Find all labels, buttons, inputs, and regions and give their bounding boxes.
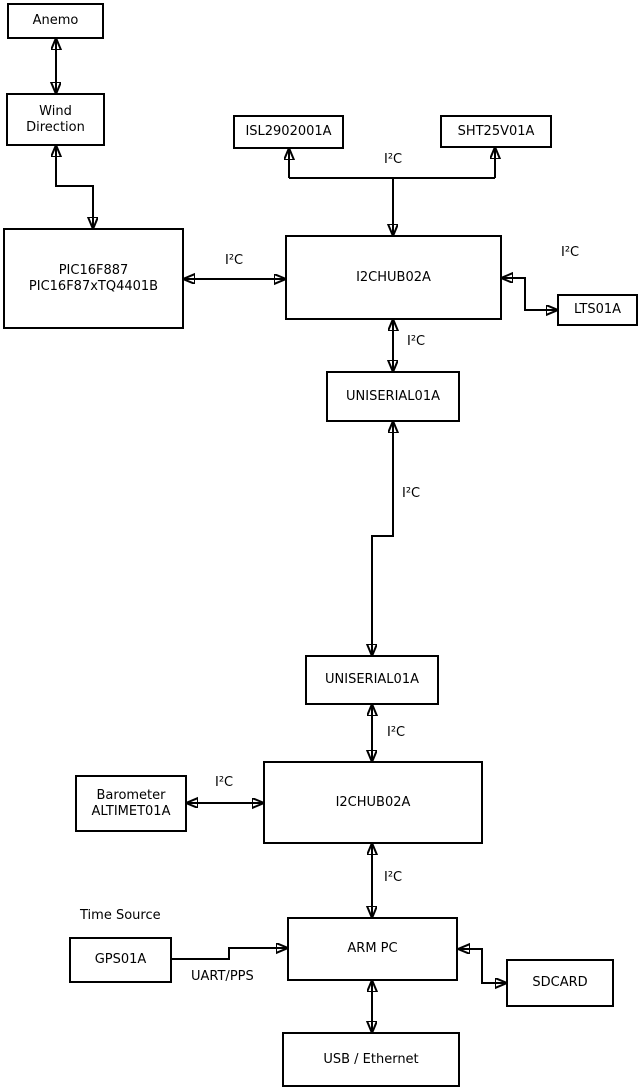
node-pic16f887-label-line1: PIC16F887 [58,262,129,278]
node-pic16f887-label-line2: PIC16F87xTQ4401B [28,278,159,294]
edge-armpc-sdcard [459,949,506,983]
label-time-source: Time Source [80,908,161,923]
node-isl2902001a-label: ISL2902001A [245,124,332,140]
edge-label-i2c-uniserial-hub-bottom: I²C [387,725,406,740]
edge-label-i2c-hub-uniserial-top: I²C [407,334,426,349]
node-i2chub-top: I2CHUB02A [285,235,502,320]
edge-uniserial-top-uniserial-mid [372,422,393,655]
edge-label-i2c-sensor-bus: I²C [384,152,403,167]
node-sht25v01a-label: SHT25V01A [457,123,535,139]
node-lts01a-label: LTS01A [573,302,622,318]
node-arm-pc: ARM PC [287,917,458,981]
node-isl2902001a: ISL2902001A [233,115,344,149]
node-anemo: Anemo [7,3,104,39]
edge-gps-armpc [172,948,287,960]
edge-wind-pic [56,146,93,228]
edge-label-i2c-pic-hub: I²C [225,253,244,268]
node-anemo-label: Anemo [32,13,79,29]
node-uniserial-top-label: UNISERIAL01A [346,388,440,404]
edge-i2chub-top-lts01a [502,278,557,310]
node-gps01a: GPS01A [69,937,172,983]
edge-label-i2c-hub-lts: I²C [561,245,580,260]
edge-label-uart-pps: UART/PPS [191,969,254,984]
node-barometer: Barometer ALTIMET01A [75,775,187,832]
node-sdcard-label: SDCARD [532,975,588,991]
node-wind-direction-label-line2: Direction [26,119,85,135]
node-uniserial-mid: UNISERIAL01A [305,655,439,705]
node-wind-direction-label-line1: Wind [39,103,72,119]
node-wind-direction: Wind Direction [6,93,105,146]
edge-label-i2c-hub-armpc: I²C [384,870,403,885]
node-i2chub-top-label: I2CHUB02A [356,269,431,285]
node-lts01a: LTS01A [557,294,638,326]
edge-label-i2c-uniserial-link: I²C [402,486,421,501]
node-barometer-label-line1: Barometer [96,787,166,803]
node-arm-pc-label: ARM PC [347,941,398,957]
node-sdcard: SDCARD [506,959,614,1007]
node-uniserial-top: UNISERIAL01A [326,371,460,422]
node-sht25v01a: SHT25V01A [440,115,552,148]
node-uniserial-mid-label: UNISERIAL01A [325,672,419,688]
node-i2chub-bottom-label: I2CHUB02A [335,794,411,810]
node-usb-ethernet: USB / Ethernet [282,1032,460,1087]
node-pic16f887: PIC16F887 PIC16F87xTQ4401B [3,228,184,329]
node-usb-ethernet-label: USB / Ethernet [323,1051,419,1067]
node-i2chub-bottom: I2CHUB02A [263,761,483,844]
node-barometer-label-line2: ALTIMET01A [91,803,171,819]
node-gps01a-label: GPS01A [94,952,147,968]
edge-label-i2c-barometer-hub: I²C [215,775,234,790]
